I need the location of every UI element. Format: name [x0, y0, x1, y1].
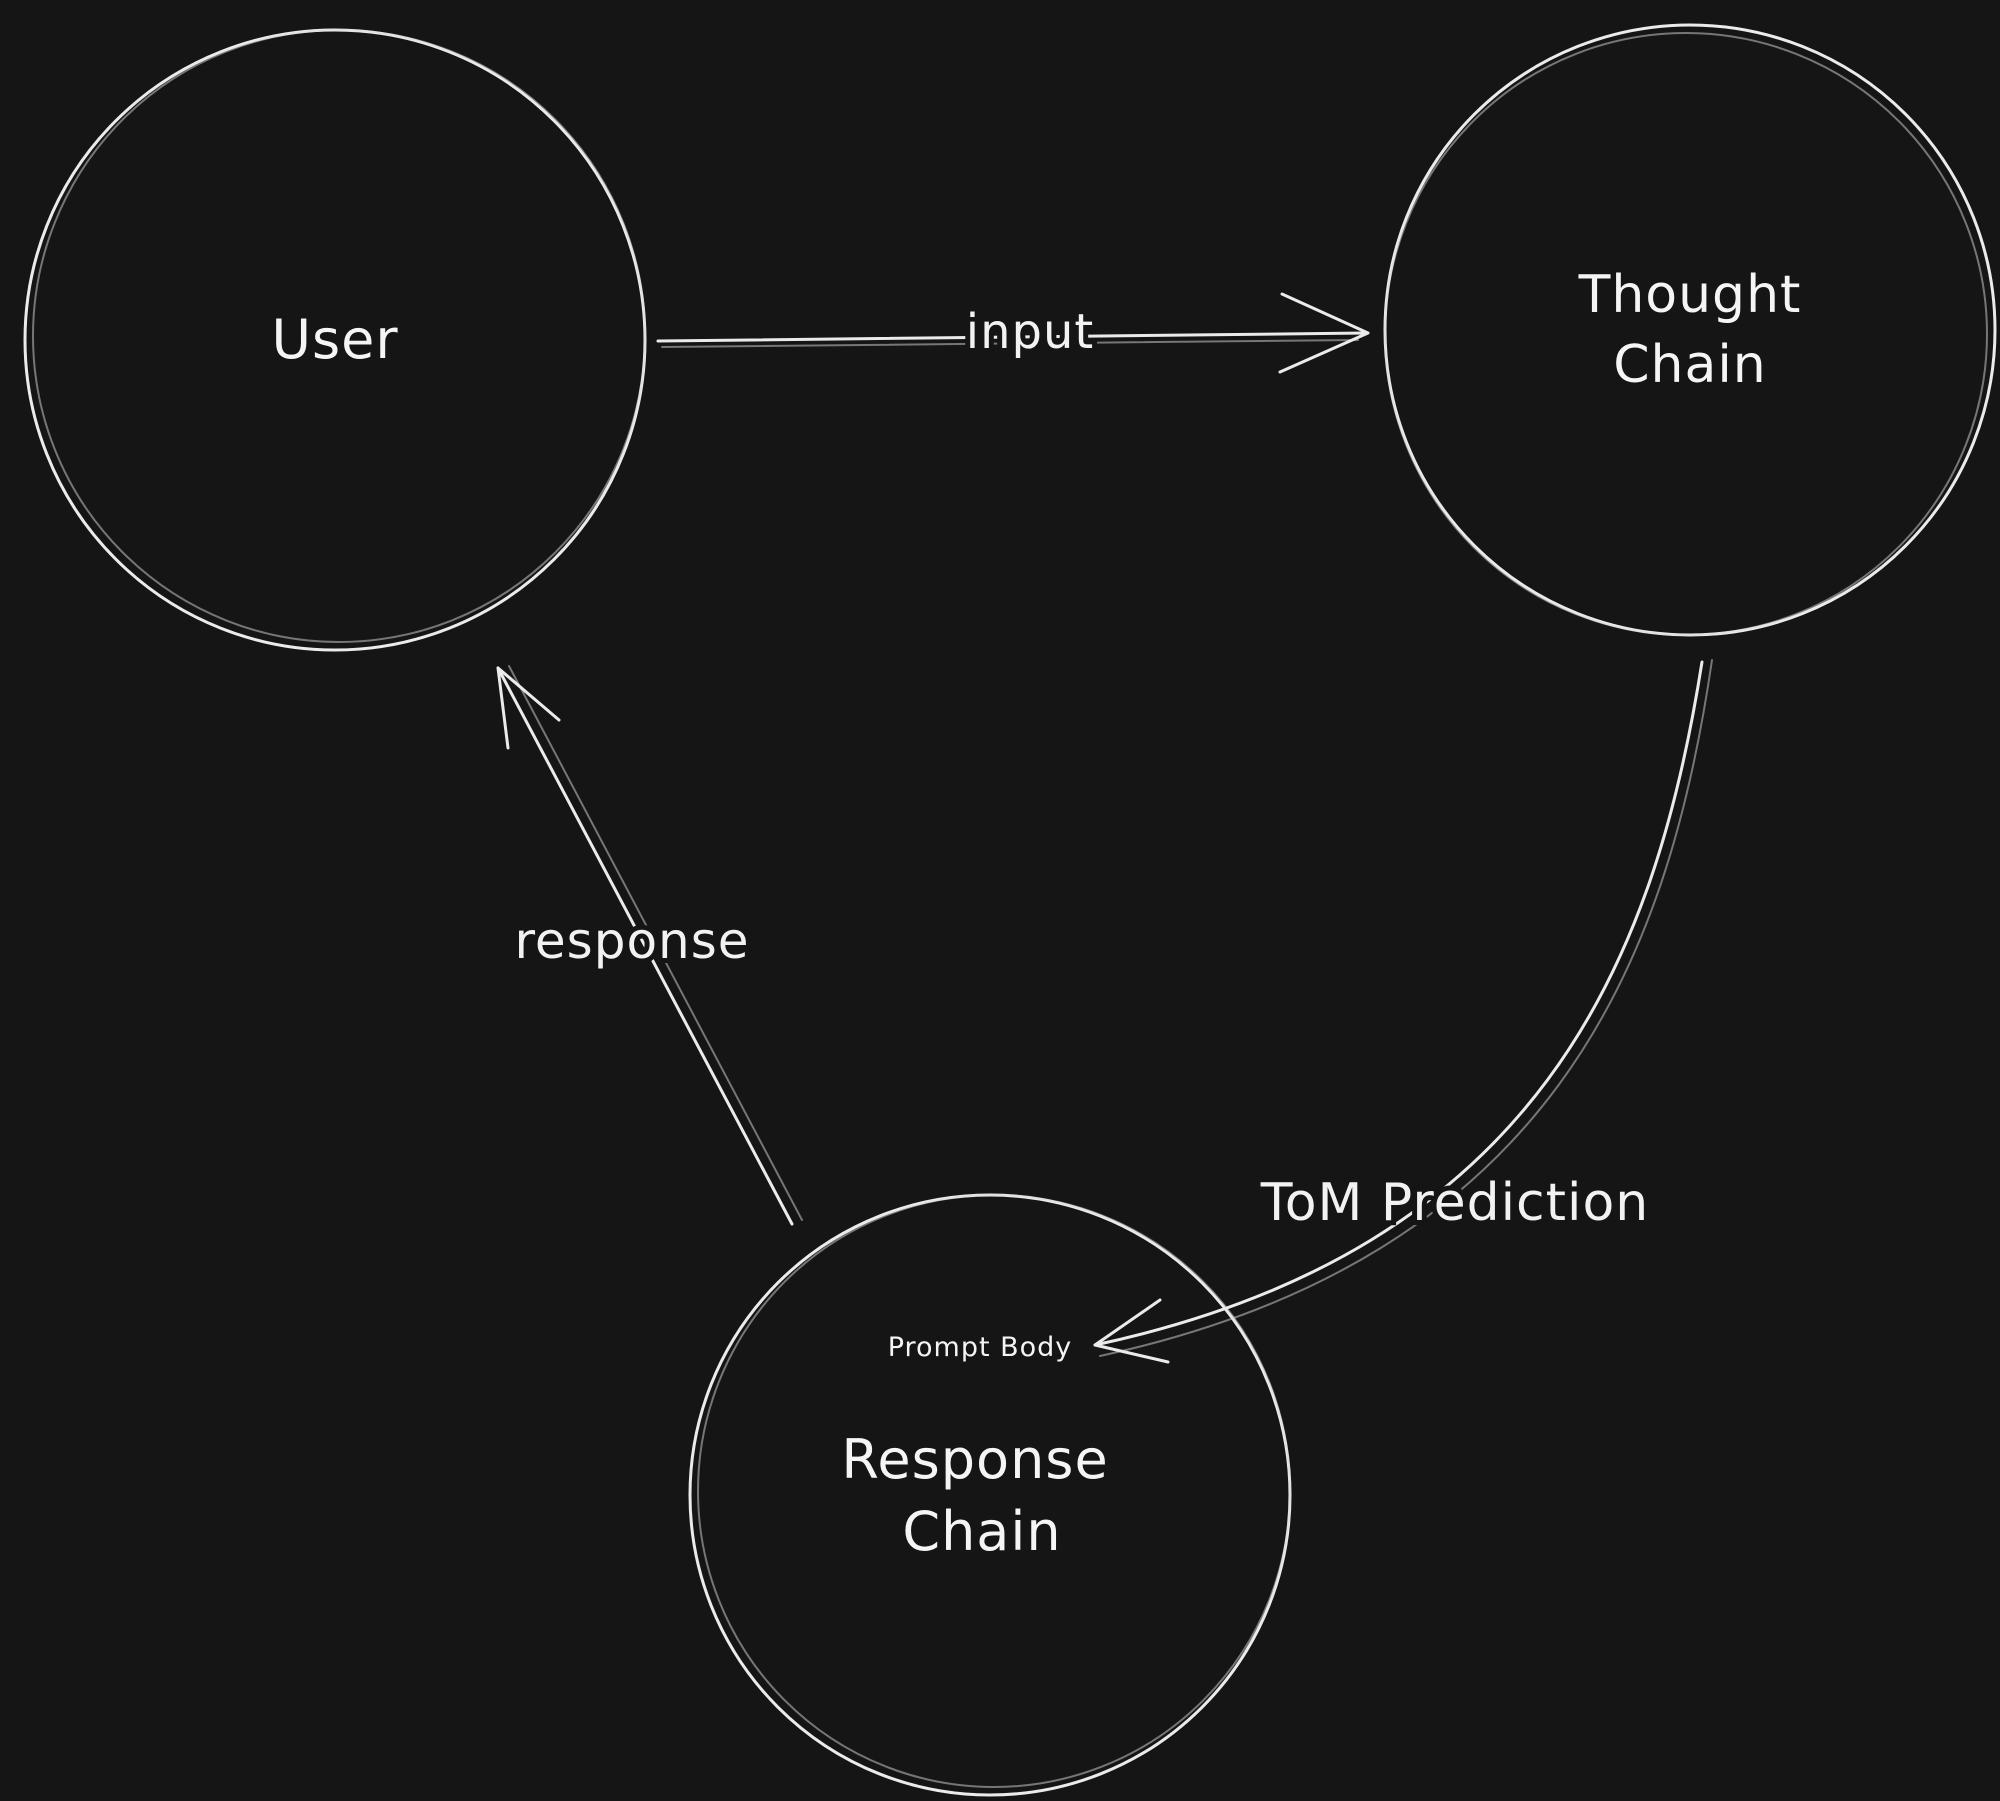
- response-arrow-line: [496, 666, 794, 1226]
- thought-chain-label-line2: Chain: [1613, 335, 1767, 395]
- thought-chain-circle-sketch-line: [1384, 32, 1988, 636]
- input-edge-label: input: [966, 304, 1094, 360]
- node-user: User: [23, 28, 647, 652]
- input-arrow-line: [656, 331, 1368, 343]
- thought-chain-label-line1: Thought: [1578, 265, 1802, 325]
- input-arrow-line-sketch: [661, 339, 1359, 348]
- response-arrowhead-icon: [496, 666, 561, 750]
- response-edge-label: response: [514, 912, 749, 970]
- node-thought-chain: Thought Chain: [1383, 23, 1997, 637]
- input-arrowhead-icon: [1278, 292, 1370, 374]
- response-chain-circle: [688, 1193, 1292, 1797]
- response-chain-circle-sketch-line: [697, 1194, 1291, 1788]
- edge-input: input: [656, 292, 1370, 374]
- response-arrow-line-sketch: [508, 665, 803, 1221]
- edge-response: response: [496, 665, 803, 1226]
- edge-tom-prediction: ToM Prediction: [1093, 659, 1713, 1364]
- user-label: User: [271, 308, 398, 371]
- response-chain-label-line1: Response: [841, 1428, 1108, 1491]
- tom-prediction-edge-label: ToM Prediction: [1260, 1173, 1649, 1233]
- tom-prediction-arrow-curve-sketch: [1099, 659, 1713, 1357]
- user-circle-sketch-line: [32, 29, 646, 643]
- node-response-chain: Prompt Body Response Chain: [688, 1193, 1292, 1797]
- tom-prediction-arrow-curve: [1093, 660, 1704, 1347]
- response-chain-label-line2: Chain: [902, 1500, 1061, 1563]
- prompt-body-note: Prompt Body: [888, 1332, 1073, 1363]
- tom-prediction-arrowhead-icon: [1093, 1298, 1170, 1364]
